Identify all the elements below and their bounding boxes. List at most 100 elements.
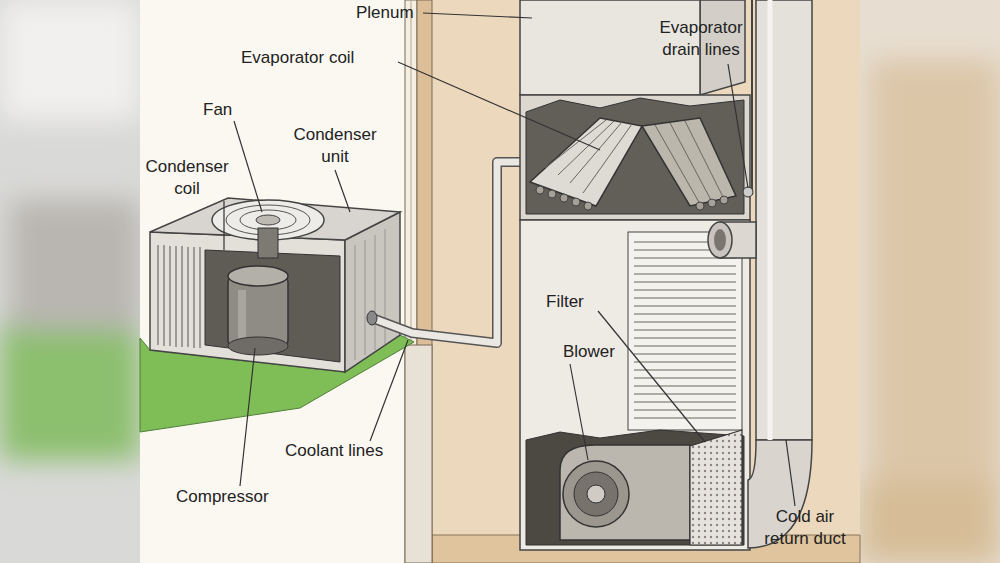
leader-lines <box>223 201 224 250</box>
background <box>140 0 860 563</box>
evaporator-section <box>720 196 728 204</box>
leader-lines <box>224 13 795 506</box>
condenser-unit <box>205 250 340 362</box>
coolant-pipe <box>372 162 532 343</box>
return-duct <box>748 0 812 548</box>
background <box>140 0 860 563</box>
leader-lines <box>335 170 350 212</box>
part-label: Blower <box>563 341 643 363</box>
furnace-cabinet <box>634 369 736 370</box>
evaporator-section <box>558 121 614 175</box>
evaporator-section <box>572 198 580 206</box>
condenser-fan <box>258 228 278 258</box>
evaporator-section <box>530 118 642 206</box>
blurred-border <box>860 480 1000 563</box>
evaporator-section <box>545 120 632 193</box>
evaporator-section <box>536 186 728 210</box>
furnace-cabinet <box>634 361 736 362</box>
blower <box>574 472 618 516</box>
furnace-cabinet <box>628 232 742 430</box>
flue-elbow <box>714 229 726 251</box>
evaporator-section <box>685 121 724 199</box>
part-label: Condenser coil <box>137 156 237 200</box>
blower <box>560 445 690 540</box>
condenser-unit <box>150 198 400 372</box>
furnace-cabinet <box>634 273 736 274</box>
condenser-unit <box>355 229 385 360</box>
part-label: Coolant lines <box>285 440 425 462</box>
leader-lines <box>398 62 600 150</box>
part-label: Evaporator coil <box>241 47 411 69</box>
leader-lines <box>423 13 532 18</box>
part-label: Plenum <box>356 2 426 24</box>
furnace-cabinet <box>520 220 750 550</box>
furnace-cabinet <box>634 265 736 266</box>
furnace-cabinet <box>634 313 736 314</box>
leader-lines <box>570 364 588 460</box>
part-label: Compressor <box>176 486 306 508</box>
furnace-cabinet <box>634 353 736 354</box>
furnace-cabinet <box>634 385 736 386</box>
evaporator-section <box>584 202 592 210</box>
furnace-cabinet <box>520 220 750 550</box>
condenser-unit <box>158 245 200 348</box>
evaporator-section <box>560 194 568 202</box>
condenser-fan <box>240 210 296 230</box>
furnace-cabinet <box>634 401 736 402</box>
furnace-cabinet <box>526 430 744 545</box>
furnace-cabinet <box>634 242 736 418</box>
house-wall <box>411 0 412 345</box>
coolant-pipe <box>367 311 377 325</box>
condenser-unit <box>182 246 183 347</box>
condenser-unit <box>200 247 201 348</box>
furnace-cabinet <box>634 329 736 330</box>
blower <box>587 485 605 503</box>
furnace-cabinet <box>634 281 736 282</box>
condenser-unit <box>188 247 189 347</box>
condenser-unit <box>355 245 356 360</box>
furnace-cabinet <box>634 377 736 378</box>
furnace-cabinet <box>634 393 736 394</box>
drain-line <box>751 0 753 195</box>
house-wall <box>405 345 432 563</box>
coolant-pipe <box>367 162 532 343</box>
air-filter <box>690 430 742 545</box>
condenser-fan <box>256 215 280 225</box>
blurred-border <box>0 0 140 120</box>
compressor <box>238 290 246 340</box>
furnace-cabinet <box>634 297 736 298</box>
blurred-border <box>870 60 1000 480</box>
condenser-unit <box>176 246 177 347</box>
blurred-border <box>10 200 140 330</box>
leader-lines <box>234 121 262 212</box>
evaporator-section <box>583 124 632 193</box>
condenser-unit <box>170 246 171 346</box>
compressor <box>228 266 288 286</box>
evaporator-section <box>545 120 606 168</box>
leader-lines <box>598 311 705 442</box>
house-wall <box>405 0 432 563</box>
condenser-unit <box>164 245 165 346</box>
compressor <box>228 266 288 355</box>
condenser-unit <box>150 232 345 372</box>
condenser-unit <box>194 247 195 348</box>
evaporator-section <box>655 121 724 204</box>
evaporator-section <box>536 186 544 194</box>
furnace-cabinet <box>634 345 736 346</box>
evaporator-section <box>548 190 556 198</box>
condenser-unit <box>375 235 376 350</box>
furnace-cabinet <box>634 305 736 306</box>
return-duct <box>756 0 812 440</box>
leader-lines <box>370 340 408 441</box>
furnace-cabinet <box>634 337 736 338</box>
condenser-unit <box>158 245 159 345</box>
part-label: Filter <box>546 291 616 313</box>
part-label: Cold air return duct <box>755 506 855 550</box>
coolant-pipe <box>372 162 532 343</box>
leader-lines <box>786 440 795 506</box>
